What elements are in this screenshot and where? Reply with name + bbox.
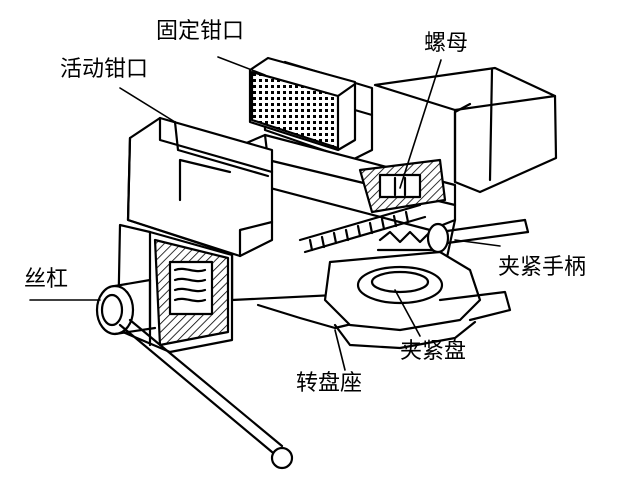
leader-fixed-jaw — [217, 56, 266, 76]
spring-coil — [173, 267, 207, 303]
fixed-jaw — [248, 56, 374, 162]
fixed-jaw-knurled-plate — [250, 70, 340, 150]
leader-movable-jaw — [119, 87, 176, 123]
leader-swivel-base — [334, 329, 346, 371]
leader-nut — [399, 59, 442, 189]
leader-clamp-handle — [454, 239, 501, 247]
handle-ball — [270, 446, 294, 470]
label-clamp-handle: 夹紧手柄 — [498, 255, 587, 280]
lead-screw-thread — [298, 203, 427, 254]
label-clamp-plate: 夹紧盘 — [400, 339, 467, 364]
swivel-base — [323, 250, 512, 350]
clamp-handle — [426, 218, 530, 254]
fixed-body-housing — [373, 66, 558, 194]
leader-lines — [29, 56, 501, 371]
lead-screw-end-knob — [95, 278, 157, 336]
vise-handle-bar — [118, 318, 294, 470]
label-nut: 螺母 — [424, 31, 469, 56]
label-fixed-jaw: 固定钳口 — [156, 19, 245, 44]
label-swivel-base: 转盘座 — [296, 371, 363, 396]
label-movable-jaw: 活动钳口 — [60, 57, 149, 82]
leader-clamp-plate — [394, 289, 421, 337]
label-lead-screw: 丝杠 — [24, 267, 69, 292]
